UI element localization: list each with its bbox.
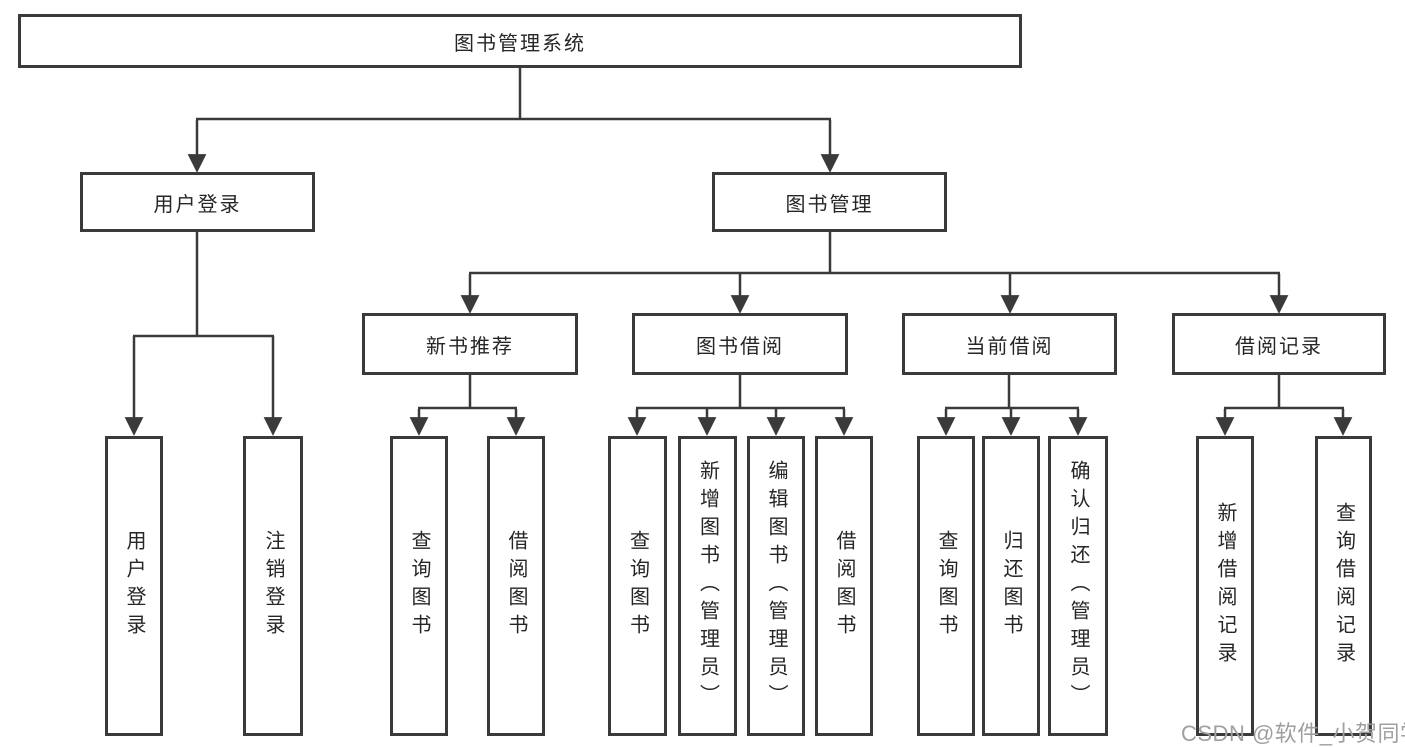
node-label: 归还图书 xyxy=(1000,530,1022,642)
node-leaf-logout: 注销登录 xyxy=(243,436,303,736)
node-new-book-recommend: 新书推荐 xyxy=(362,313,578,375)
node-label: 当前借阅 xyxy=(965,335,1054,358)
edge-root-to-level2 xyxy=(187,68,840,173)
node-label: 新书推荐 xyxy=(426,335,514,358)
node-label: 用户登录 xyxy=(123,530,145,642)
node-leaf-return-books: 归还图书 xyxy=(982,436,1040,736)
edge-book-management-to-level3 xyxy=(460,232,1289,314)
node-leaf-query-borrow-record: 查询借阅记录 xyxy=(1315,436,1372,736)
node-label: 图书管理 xyxy=(785,193,874,216)
node-label: 查询图书 xyxy=(935,530,957,642)
node-leaf-query-books-recommend: 查询图书 xyxy=(390,436,448,736)
node-current-borrowing: 当前借阅 xyxy=(902,313,1117,375)
node-leaf-user-login: 用户登录 xyxy=(105,436,163,736)
edge-current-borrow-to-leaves xyxy=(936,375,1088,436)
node-label: 借阅图书 xyxy=(505,530,527,642)
edge-book-borrow-to-leaves xyxy=(627,375,854,436)
node-user-login: 用户登录 xyxy=(80,172,315,232)
csdn-watermark: CSDN @软件_小贺同学 xyxy=(1181,721,1405,746)
node-leaf-confirm-return-admin: 确认归还（管理员） xyxy=(1048,436,1108,736)
node-leaf-add-books-admin: 新增图书（管理员） xyxy=(678,436,737,736)
node-label: 确认归还（管理员） xyxy=(1067,460,1089,712)
node-label: 查询借阅记录 xyxy=(1332,502,1355,670)
edge-user-login-to-leaves xyxy=(124,232,283,436)
edge-borrow-records-to-leaves xyxy=(1215,375,1353,436)
node-label: 编辑图书（管理员） xyxy=(765,460,787,712)
node-borrowing-records: 借阅记录 xyxy=(1172,313,1386,375)
node-label: 借阅图书 xyxy=(833,530,855,642)
node-leaf-query-books-current: 查询图书 xyxy=(917,436,975,736)
edge-new-book-to-leaves xyxy=(409,375,526,436)
node-label: 查询图书 xyxy=(408,530,430,642)
node-label: 图书借阅 xyxy=(696,335,784,358)
node-library-management-system: 图书管理系统 xyxy=(18,14,1022,68)
node-label: 借阅记录 xyxy=(1235,335,1323,358)
node-label: 新增图书（管理员） xyxy=(696,460,719,712)
node-label: 用户登录 xyxy=(153,193,242,216)
node-label: 图书管理系统 xyxy=(454,32,586,55)
node-label: 新增借阅记录 xyxy=(1214,502,1236,670)
node-book-management: 图书管理 xyxy=(712,172,947,232)
node-leaf-add-borrow-record: 新增借阅记录 xyxy=(1196,436,1254,736)
node-leaf-borrow-books-recommend: 借阅图书 xyxy=(487,436,545,736)
node-book-borrowing: 图书借阅 xyxy=(632,313,848,375)
node-leaf-borrow-books: 借阅图书 xyxy=(815,436,873,736)
node-leaf-edit-books-admin: 编辑图书（管理员） xyxy=(747,436,805,736)
node-leaf-query-books-borrowing: 查询图书 xyxy=(608,436,667,736)
node-label: 查询图书 xyxy=(626,530,649,642)
node-label: 注销登录 xyxy=(262,530,284,642)
